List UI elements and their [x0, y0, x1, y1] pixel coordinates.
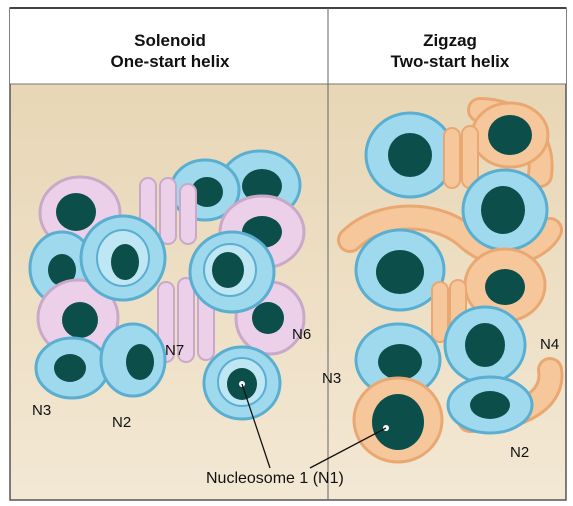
- label-n7-solenoid: N7: [165, 342, 184, 359]
- label-n3-zigzag: N3: [322, 370, 341, 387]
- label-n2-zigzag: N2: [510, 444, 529, 461]
- solenoid-nucleosome-n1: [204, 347, 280, 419]
- label-n4-zigzag: N4: [540, 336, 559, 353]
- label-n6-solenoid: N6: [292, 326, 311, 343]
- zigzag-title: Zigzag Two-start helix: [340, 30, 560, 72]
- zigzag-nucleosome: [356, 230, 444, 310]
- caption-nucleosome-1: Nucleosome 1 (N1): [206, 470, 344, 488]
- zigzag-linker: [444, 126, 478, 188]
- zigzag-nucleosome: [472, 103, 548, 167]
- solenoid-title: Solenoid One-start helix: [60, 30, 280, 72]
- solenoid-nucleosome: [190, 232, 274, 312]
- zigzag-nucleosome: [445, 307, 525, 383]
- solenoid-nucleosome: [81, 216, 165, 300]
- zigzag-nucleosome-n1: [354, 378, 442, 462]
- solenoid-title-line2: One-start helix: [60, 51, 280, 72]
- solenoid-nucleosome: [36, 338, 108, 398]
- label-n3-solenoid: N3: [32, 402, 51, 419]
- zigzag-nucleosome: [366, 113, 454, 197]
- solenoid-title-line1: Solenoid: [60, 30, 280, 51]
- zigzag-title-line1: Zigzag: [340, 30, 560, 51]
- solenoid-nucleosome: [101, 324, 165, 396]
- zigzag-nucleosome: [448, 377, 532, 433]
- zigzag-title-line2: Two-start helix: [340, 51, 560, 72]
- zigzag-nucleosome: [463, 170, 547, 250]
- label-n2-solenoid: N2: [112, 414, 131, 431]
